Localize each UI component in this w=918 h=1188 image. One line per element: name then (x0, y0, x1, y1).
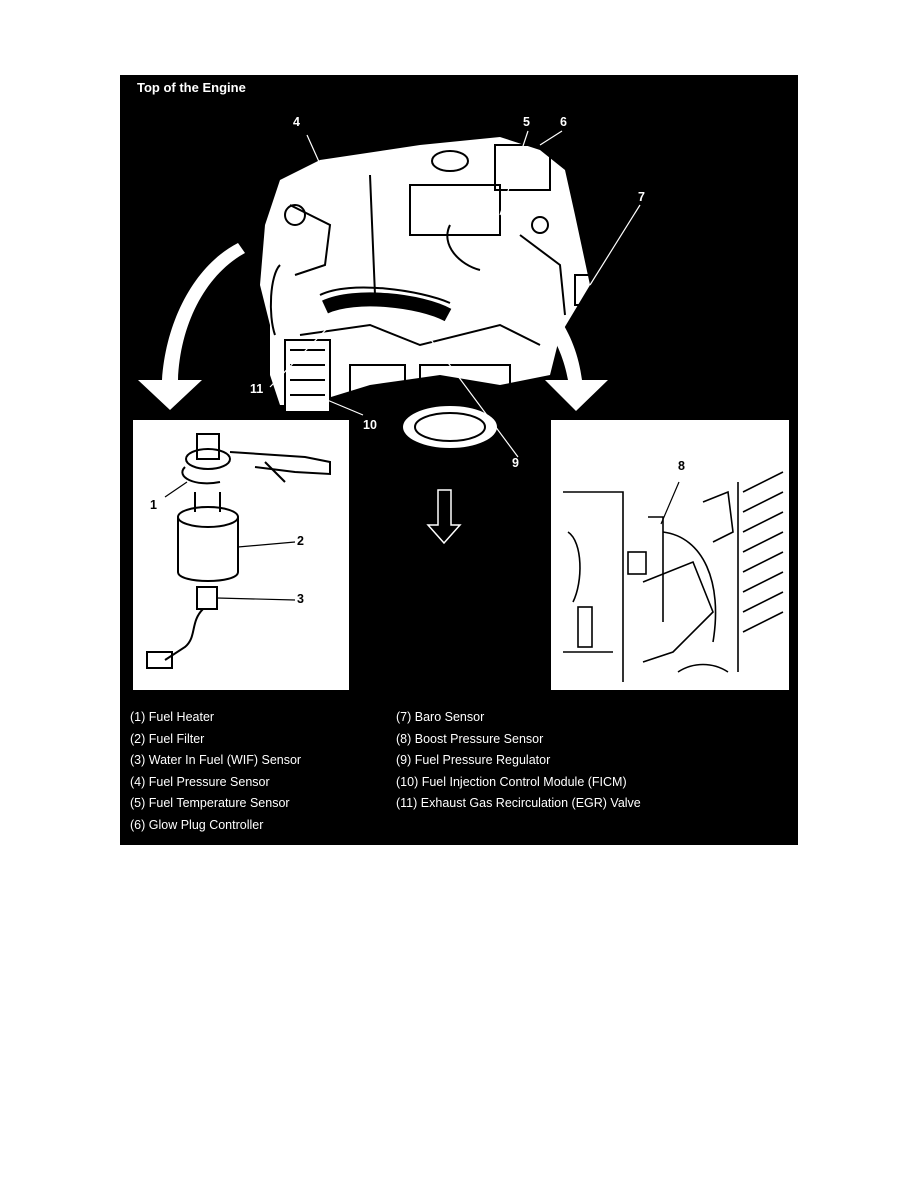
legend-item: (5) Fuel Temperature Sensor (130, 796, 290, 811)
fuel-filter-illustration (146, 433, 331, 669)
boost-sensor-illustration (563, 471, 784, 682)
callout-11: 11 (250, 382, 264, 396)
callout-4: 4 (293, 115, 300, 129)
engine-diagram-figure: Top of the Engine 4 5 6 7 11 10 9 (120, 75, 798, 845)
fuel-module-box (284, 339, 331, 413)
legend-item: (7) Baro Sensor (396, 710, 485, 724)
callout-2: 2 (297, 534, 304, 548)
callout-9: 9 (512, 456, 519, 470)
boost-sensor-inset: 8 (551, 420, 789, 690)
fuel-filter-inset: 1 2 3 (133, 420, 349, 690)
legend-item: (3) Water In Fuel (WIF) Sensor (130, 753, 302, 768)
legend-item: (2) Fuel Filter (130, 731, 205, 746)
legend-item: (8) Boost Pressure Sensor (396, 731, 544, 746)
callout-10: 10 (363, 418, 377, 432)
callout-5: 5 (523, 115, 530, 129)
leader-lines (269, 130, 641, 458)
callout-8: 8 (678, 459, 685, 473)
callout-7: 7 (638, 190, 645, 204)
legend-left-column: (1) Fuel Heater (2) Fuel Filter (3) Wate… (130, 707, 301, 837)
right-curved-arrow (490, 275, 608, 411)
engine-detail-lines (269, 144, 598, 450)
legend-item: (6) Glow Plug Controller (130, 817, 264, 832)
legend-right-column: (7) Baro Sensor (8) Boost Pressure Senso… (396, 707, 641, 815)
engine-assembly (260, 137, 590, 405)
callout-6: 6 (560, 115, 567, 129)
left-curved-arrow (138, 243, 245, 410)
legend-item: (9) Fuel Pressure Regulator (396, 753, 551, 768)
legend-item: (4) Fuel Pressure Sensor (130, 774, 270, 789)
callout-3: 3 (297, 592, 304, 606)
down-arrow-outline (426, 489, 462, 545)
diagram-title: Top of the Engine (137, 80, 246, 95)
legend-item: (11) Exhaust Gas Recirculation (EGR) Val… (396, 796, 641, 811)
legend-item: (10) Fuel Injection Control Module (FICM… (396, 774, 627, 789)
legend-item: (1) Fuel Heater (130, 710, 215, 724)
callout-1: 1 (150, 498, 157, 512)
engine-illustration (138, 130, 641, 545)
